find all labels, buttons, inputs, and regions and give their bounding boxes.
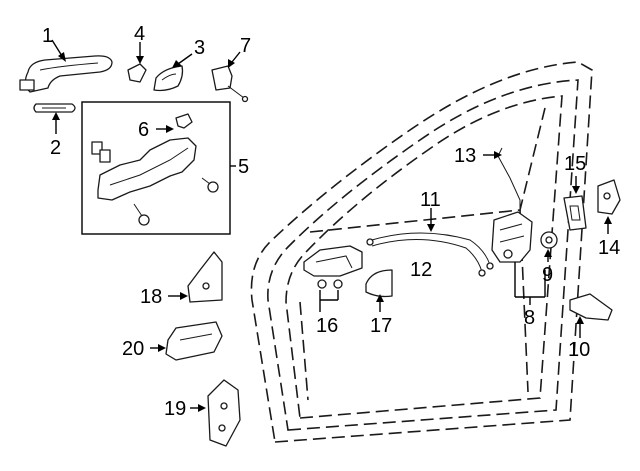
cover-part-15 [563,195,587,231]
bezel-part [153,65,184,92]
callout-20: 20 [122,338,144,360]
callout-labels: 1 2 3 4 5 6 7 8 9 10 11 12 13 14 15 16 1… [42,23,620,420]
lower-hinge-part [207,379,241,447]
callout-1: 1 [42,25,53,47]
callout-4: 4 [134,23,145,45]
callout-5: 5 [238,156,249,178]
handle-pad-part [33,103,76,113]
outside-handle-part [19,55,113,93]
lock-cylinder-part [211,65,249,103]
callout-19: 19 [164,398,186,420]
leader-lines [51,39,612,412]
callout-18: 18 [140,286,162,308]
callout-7: 7 [240,35,251,57]
bracket-part-10 [569,293,613,321]
bolt-part-a [201,177,219,193]
door-check-part [165,321,223,361]
callout-3: 3 [194,37,205,59]
door-lock-part [491,211,533,263]
handle-frame-assembly-box [81,101,231,235]
washer-part [540,231,558,249]
lock-rod-part [497,147,521,210]
upper-hinge-part [187,251,223,303]
callout-6: 6 [138,119,149,141]
callout-14: 14 [598,237,620,259]
bolt-part-b [133,203,150,226]
callout-16: 16 [316,315,338,337]
callout-15: 15 [564,153,586,175]
cables-part [366,232,494,277]
callout-9: 9 [542,264,553,286]
inside-handle-part [303,245,363,289]
callout-13: 13 [454,145,476,167]
callout-11: 11 [420,189,441,211]
handle-cover-part [365,269,393,298]
clip-part-6 [175,113,193,129]
door-outline [250,61,593,443]
cover-part-4 [127,63,147,83]
callout-2: 2 [50,137,61,159]
handle-frame-part [91,137,197,201]
callout-12: 12 [410,259,432,281]
callout-10: 10 [568,339,590,361]
striker-part [597,179,621,215]
callout-17: 17 [370,315,392,337]
callout-8: 8 [524,307,535,329]
